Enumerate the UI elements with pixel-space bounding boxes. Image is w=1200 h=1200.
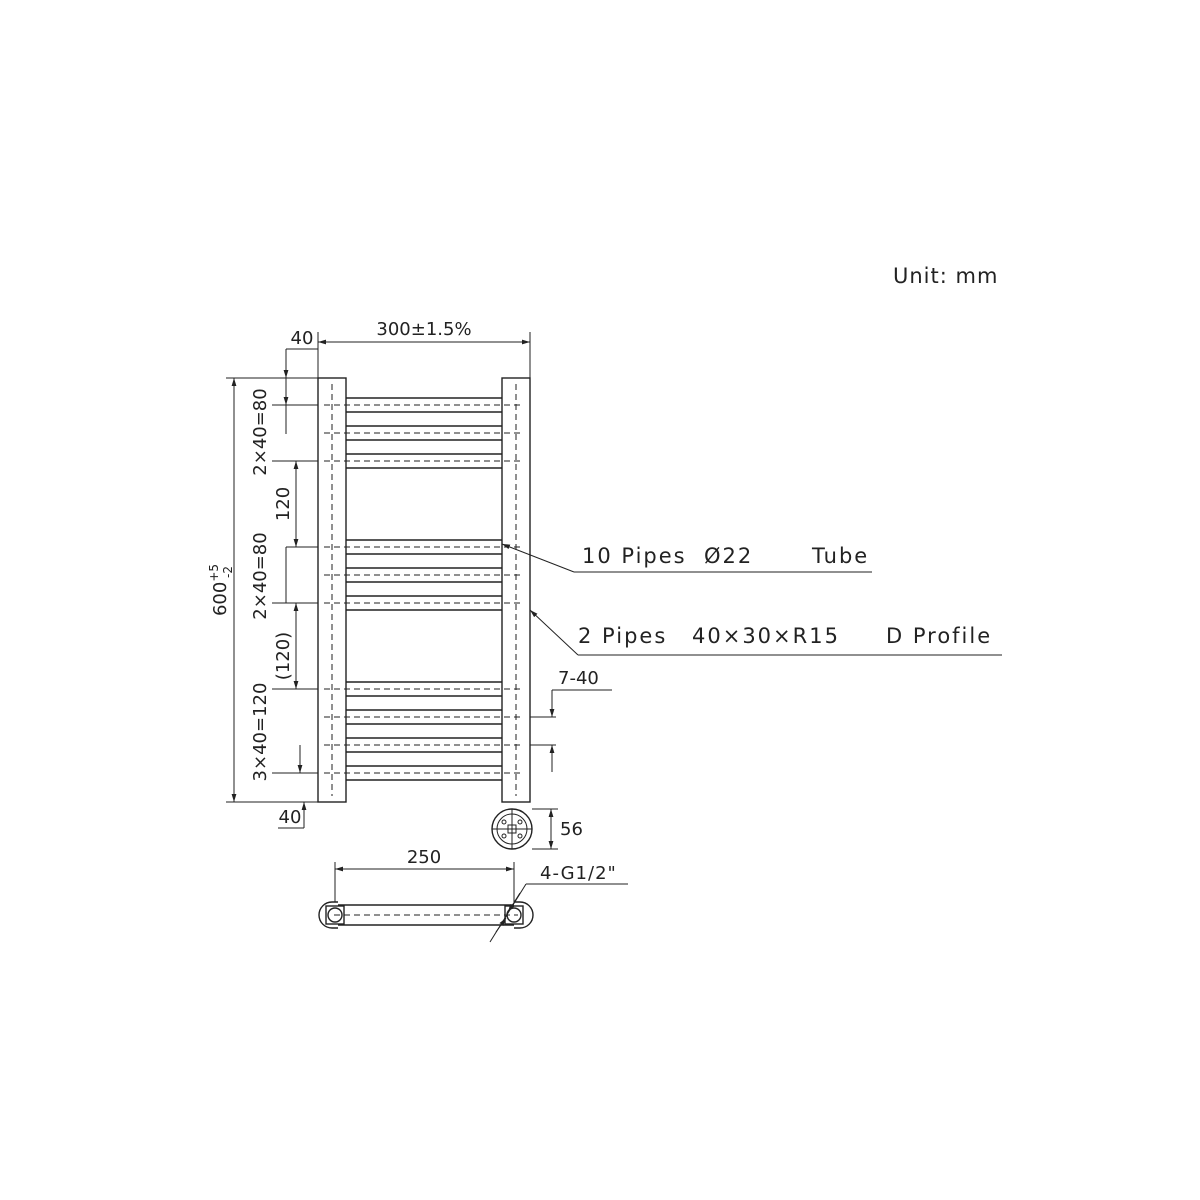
height-tolerance-lower: -2 — [221, 566, 235, 578]
tube-callout: 10 Pipes Ø22 Tube — [501, 543, 872, 573]
valve-spacing-label: 7-40 — [558, 668, 599, 689]
profile-callout-qty: 2 Pipes — [578, 624, 667, 648]
profile-callout-size: 40×30×R15 — [692, 624, 840, 648]
bottom-offset-dimension: 40 — [278, 801, 318, 829]
depth-label: 56 — [560, 819, 583, 840]
valve-spacing-dimension: 7-40 — [530, 668, 612, 772]
top-group-label: 2×40=80 — [250, 388, 271, 475]
mid-gap-label: (120) — [273, 632, 294, 680]
svg-text:600+5-2: 600+5-2 — [207, 564, 235, 616]
side-section-view — [491, 808, 533, 850]
top-group-dimension: 2×40=80 — [250, 378, 318, 476]
tube-group-top — [324, 397, 524, 469]
depth-dimension: 56 — [532, 808, 583, 850]
side-offset-dimension: 40 — [283, 328, 318, 378]
tube-callout-size: Ø22 — [704, 544, 753, 568]
plan-width-label: 250 — [407, 847, 441, 868]
height-dimension: 600+5-2 — [207, 377, 318, 803]
tube-callout-type: Tube — [811, 544, 869, 568]
tube-callout-qty: 10 Pipes — [582, 544, 687, 568]
bottom-group-label: 3×40=120 — [250, 683, 271, 782]
left-side-profile — [317, 377, 347, 803]
bottom-group-dimension: 3×40=120 — [250, 683, 318, 782]
mid-gap-dimension: (120) — [272, 603, 318, 690]
mid-group-dimension: 2×40=80 — [250, 532, 318, 620]
width-dimension: 300±1.5% — [317, 319, 531, 378]
tube-group-middle — [324, 539, 524, 611]
side-offset-label: 40 — [291, 328, 314, 349]
connection-label: 4-G1/2" — [540, 863, 617, 884]
profile-callout-type: D Profile — [886, 624, 992, 648]
top-gap-dimension: 120 — [273, 461, 318, 548]
tube-group-bottom — [324, 681, 524, 781]
height-tolerance-upper: +5 — [207, 564, 221, 582]
right-side-profile — [501, 377, 531, 803]
bottom-offset-label: 40 — [279, 807, 302, 828]
width-label: 300±1.5% — [376, 319, 471, 340]
height-label: 600 — [210, 582, 231, 616]
mid-group-label: 2×40=80 — [250, 532, 271, 619]
unit-label: Unit: mm — [893, 264, 998, 288]
top-gap-label: 120 — [273, 487, 294, 521]
plan-width-dimension: 250 — [334, 847, 515, 902]
profile-callout: 2 Pipes 40×30×R15 D Profile — [529, 609, 1002, 656]
connection-callout: 4-G1/2" — [489, 863, 628, 943]
plan-view — [318, 901, 534, 929]
